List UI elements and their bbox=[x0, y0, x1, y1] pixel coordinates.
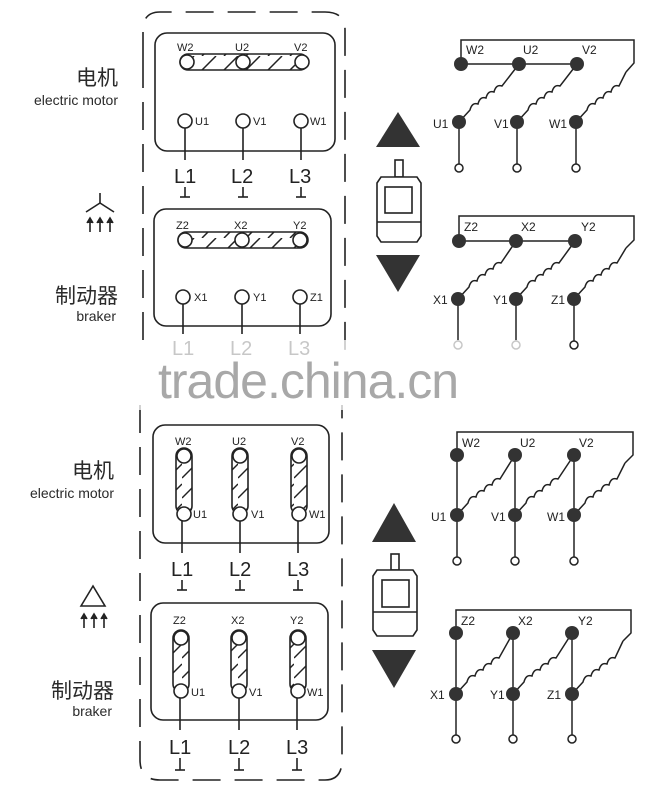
svg-text:U2: U2 bbox=[235, 42, 249, 54]
svg-text:U1: U1 bbox=[431, 510, 447, 524]
svg-text:W2: W2 bbox=[177, 42, 194, 54]
svg-text:V1: V1 bbox=[253, 116, 266, 128]
svg-text:Z2: Z2 bbox=[464, 220, 478, 234]
svg-text:X2: X2 bbox=[234, 220, 247, 232]
svg-text:U1: U1 bbox=[193, 509, 207, 521]
svg-text:L3: L3 bbox=[287, 559, 309, 581]
svg-text:X1: X1 bbox=[433, 293, 448, 307]
svg-text:W1: W1 bbox=[549, 117, 567, 131]
svg-text:Y2: Y2 bbox=[290, 615, 303, 627]
svg-text:Y2: Y2 bbox=[293, 220, 306, 232]
svg-text:W1: W1 bbox=[309, 509, 326, 521]
svg-text:Y1: Y1 bbox=[253, 292, 266, 304]
svg-text:Z1: Z1 bbox=[547, 688, 561, 702]
svg-text:V1: V1 bbox=[251, 509, 264, 521]
svg-text:V2: V2 bbox=[582, 43, 597, 57]
svg-text:Z2: Z2 bbox=[176, 220, 189, 232]
svg-text:X1: X1 bbox=[194, 292, 207, 304]
svg-text:V2: V2 bbox=[579, 436, 594, 450]
svg-text:U2: U2 bbox=[520, 436, 536, 450]
svg-text:Z2: Z2 bbox=[173, 615, 186, 627]
svg-text:X1: X1 bbox=[430, 688, 445, 702]
watermark-backdrop bbox=[120, 340, 560, 410]
svg-text:W2: W2 bbox=[466, 43, 484, 57]
watermark: trade.china.cn bbox=[158, 353, 459, 409]
svg-text:Z2: Z2 bbox=[461, 614, 475, 628]
motor-label-en: electric motor bbox=[33, 92, 118, 108]
svg-text:W1: W1 bbox=[547, 510, 565, 524]
svg-text:V2: V2 bbox=[294, 42, 307, 54]
svg-text:L1: L1 bbox=[169, 737, 191, 759]
svg-text:L3: L3 bbox=[289, 166, 311, 188]
svg-text:V2: V2 bbox=[291, 436, 304, 448]
svg-text:Y1: Y1 bbox=[493, 293, 508, 307]
motor-label-cn: 电机 bbox=[76, 66, 118, 90]
svg-text:W1: W1 bbox=[310, 116, 327, 128]
svg-text:Z1: Z1 bbox=[310, 292, 323, 304]
svg-text:U2: U2 bbox=[232, 436, 246, 448]
motor-label-en-2: electric motor bbox=[29, 485, 114, 501]
svg-text:Y2: Y2 bbox=[581, 220, 596, 234]
svg-text:V1: V1 bbox=[249, 687, 262, 699]
braker-label-en-2: braker bbox=[72, 703, 112, 719]
svg-text:V1: V1 bbox=[491, 510, 506, 524]
svg-text:L2: L2 bbox=[229, 559, 251, 581]
svg-text:L2: L2 bbox=[231, 166, 253, 188]
braker-label-cn-2: 制动器 bbox=[51, 679, 114, 703]
svg-text:L3: L3 bbox=[286, 737, 308, 759]
svg-text:X2: X2 bbox=[231, 615, 244, 627]
svg-text:U1: U1 bbox=[195, 116, 209, 128]
svg-text:V1: V1 bbox=[494, 117, 509, 131]
svg-text:U1: U1 bbox=[433, 117, 449, 131]
svg-text:L1: L1 bbox=[171, 559, 193, 581]
svg-text:L1: L1 bbox=[174, 166, 196, 188]
svg-text:U1: U1 bbox=[191, 687, 205, 699]
svg-text:U2: U2 bbox=[523, 43, 539, 57]
svg-text:Y2: Y2 bbox=[578, 614, 593, 628]
svg-text:Z1: Z1 bbox=[551, 293, 565, 307]
svg-text:Y1: Y1 bbox=[490, 688, 505, 702]
braker-label-cn: 制动器 bbox=[55, 284, 118, 308]
svg-text:W1: W1 bbox=[307, 687, 324, 699]
svg-text:W2: W2 bbox=[175, 436, 192, 448]
svg-text:X2: X2 bbox=[521, 220, 536, 234]
svg-text:X2: X2 bbox=[518, 614, 533, 628]
motor-label-cn-2: 电机 bbox=[72, 459, 114, 483]
svg-text:W2: W2 bbox=[462, 436, 480, 450]
braker-label-en: braker bbox=[76, 308, 116, 324]
svg-text:L2: L2 bbox=[228, 737, 250, 759]
